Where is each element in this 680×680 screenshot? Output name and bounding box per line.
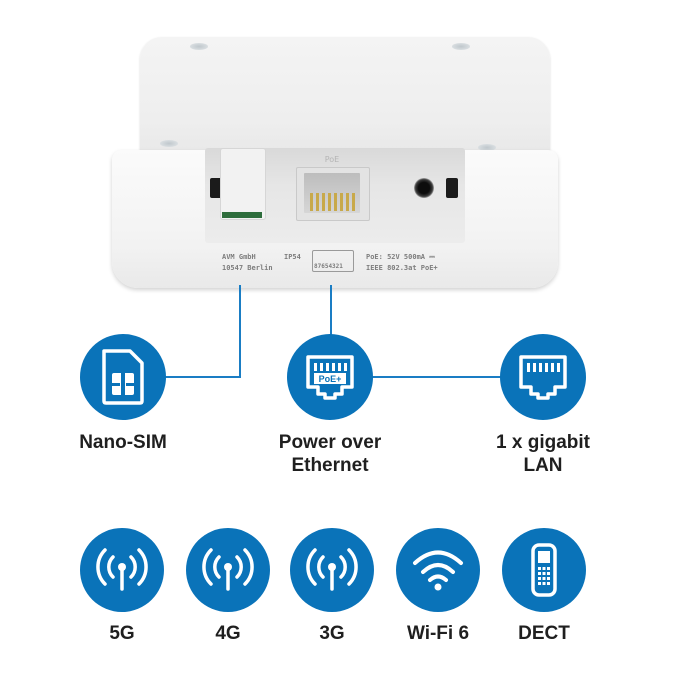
- caption-line: Ethernet: [291, 455, 369, 476]
- 4g-badge: [186, 528, 270, 612]
- antenna-signal-icon: [306, 548, 358, 591]
- label-power: PoE: 52V 500mA ⎓: [366, 253, 435, 261]
- screw-icon: [190, 43, 208, 50]
- connector-line: [160, 376, 241, 378]
- caption-wifi-6: Wi-Fi 6: [406, 623, 470, 644]
- caption-line: LAN: [523, 455, 563, 476]
- label-company: AVM GmbH: [222, 253, 256, 261]
- port-pin: [328, 193, 331, 211]
- 5g-badge: [80, 528, 164, 612]
- port-pin: [340, 193, 343, 211]
- poe-emboss-label: PoE: [324, 155, 340, 164]
- label-pins: 87654321: [314, 263, 343, 270]
- label-city: 10547 Berlin: [222, 264, 273, 272]
- wifi-icon: [413, 550, 463, 591]
- caption-nano-sim: Nano-SIM: [79, 432, 167, 453]
- label-rating: IP54: [284, 253, 301, 261]
- poe-plus-port-icon: PoE+: [306, 355, 354, 400]
- label-standard: IEEE 802.3at PoE+: [366, 264, 438, 272]
- antenna-signal-icon: [96, 548, 148, 591]
- sim-card-icon: [102, 349, 144, 405]
- sim-tray: [220, 148, 266, 220]
- caption-3g: 3G: [319, 623, 345, 644]
- port-pin: [352, 193, 355, 211]
- screw-icon: [478, 144, 496, 151]
- power-jack: [414, 178, 434, 198]
- 3g-badge: [290, 528, 374, 612]
- port-pin: [316, 193, 319, 211]
- caption-power-over-ethernet: Power over Ethernet: [255, 431, 405, 477]
- gigabit-lan-badge: [500, 334, 586, 420]
- screw-icon: [160, 140, 178, 147]
- dect-badge: [502, 528, 586, 612]
- connector-line: [330, 285, 332, 335]
- caption-5g: 5G: [109, 623, 135, 644]
- port-pin: [346, 193, 349, 211]
- caption-dect: DECT: [518, 623, 570, 644]
- nano-sim-badge: [80, 334, 166, 420]
- poe-plus-text: PoE+: [319, 374, 342, 384]
- antenna-signal-icon: [202, 548, 254, 591]
- poe-badge: PoE+: [287, 334, 373, 420]
- port-pin: [310, 193, 313, 211]
- port-pin: [322, 193, 325, 211]
- dect-phone-icon: [531, 543, 557, 597]
- caption-line: 1 x gigabit: [496, 432, 590, 453]
- ethernet-port-socket: [304, 173, 360, 213]
- pin-label-box: [312, 250, 354, 272]
- caption-line: Power over: [278, 432, 382, 453]
- lan-port-icon: [519, 355, 567, 400]
- sim-card-edge: [222, 212, 262, 218]
- connector-line: [370, 376, 512, 378]
- right-vent-slot: [446, 178, 458, 198]
- screw-icon: [452, 43, 470, 50]
- caption-gigabit-lan: 1 x gigabit LAN: [478, 431, 608, 477]
- wifi-6-badge: [396, 528, 480, 612]
- port-pin: [334, 193, 337, 211]
- caption-4g: 4G: [215, 623, 241, 644]
- connector-line: [239, 285, 241, 378]
- left-vent-slot: [210, 178, 222, 198]
